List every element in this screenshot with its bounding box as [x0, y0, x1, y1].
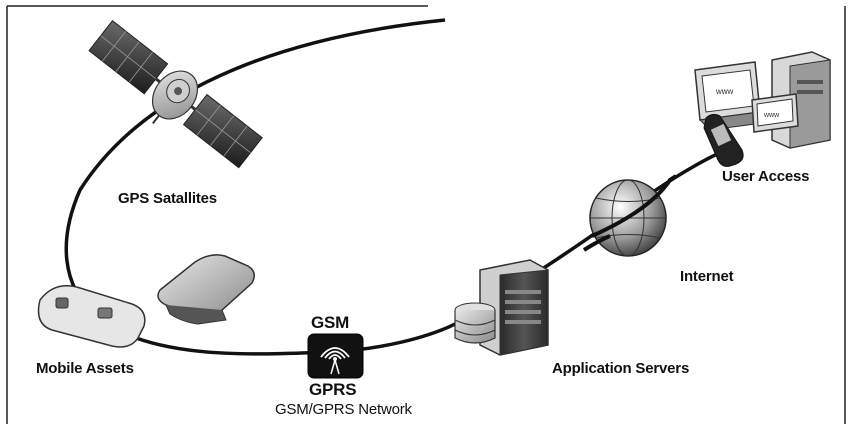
computer-icon: www www: [694, 51, 831, 167]
satellite-label: GPS Satallites: [118, 190, 217, 207]
mobile-assets-label: Mobile Assets: [36, 360, 134, 377]
network-caption: GSM/GPRS Network: [275, 401, 412, 418]
gps-tracker-icon: [37, 254, 255, 348]
gsm-label: GSM: [311, 313, 350, 332]
gprs-label: GPRS: [309, 380, 357, 399]
svg-text:www: www: [763, 112, 780, 119]
svg-text:www: www: [715, 87, 734, 96]
cell-tower-icon: [307, 333, 364, 379]
satellite-icon: [88, 20, 263, 169]
internet-label: Internet: [680, 268, 734, 285]
application-servers-label: Application Servers: [552, 360, 690, 377]
user-access-label: User Access: [722, 168, 810, 185]
globe-icon: [582, 174, 678, 257]
server-icon: [454, 259, 549, 356]
